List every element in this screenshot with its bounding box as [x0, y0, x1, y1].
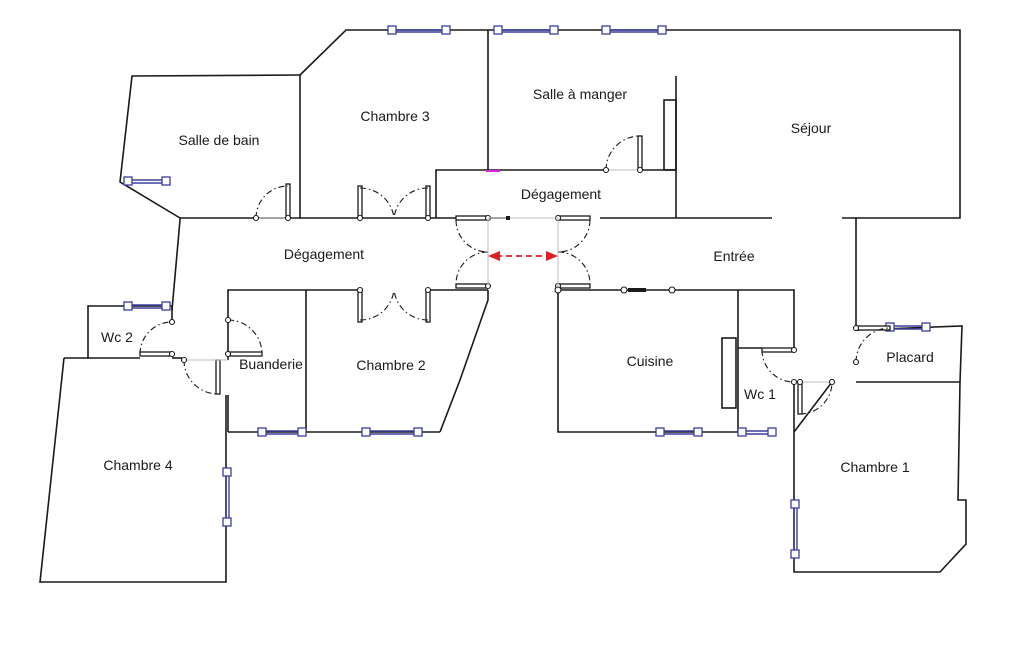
doors [139, 135, 891, 415]
wall-north [299, 29, 961, 219]
door-chambre-4[interactable] [180, 356, 229, 395]
door-chambre-3[interactable] [356, 185, 432, 222]
cabinet-sam [663, 99, 677, 171]
door-salle-a-manger[interactable] [602, 135, 644, 174]
label-chambre-3: Chambre 3 [360, 108, 429, 124]
wall-ch2-east [439, 290, 489, 433]
label-chambre-2: Chambre 2 [356, 357, 425, 373]
label-wc-1: Wc 1 [744, 386, 776, 402]
marker-dot [506, 216, 510, 220]
window-chambre-1 [790, 499, 800, 559]
window-chambre-3 [387, 25, 451, 35]
door-chambre-2[interactable] [356, 286, 432, 323]
label-salle-de-bain: Salle de bain [179, 132, 260, 148]
label-placard: Placard [886, 349, 933, 365]
window-buanderie [257, 427, 307, 437]
window-wc-2 [123, 301, 171, 311]
cabinet-cuisine [721, 337, 737, 409]
wall-buanderie [227, 289, 307, 432]
wall-cuisine [557, 290, 738, 433]
passage-arrow [488, 251, 558, 261]
label-chambre-4: Chambre 4 [103, 457, 172, 473]
label-degagement-nord: Dégagement [521, 186, 601, 202]
wall-wc1 [738, 289, 795, 350]
door-wc-1[interactable] [761, 346, 798, 386]
window-salle-a-manger-2 [601, 25, 667, 35]
label-wc-2: Wc 2 [101, 329, 133, 345]
wall-chambre-1 [793, 381, 967, 573]
door-wc-2[interactable] [139, 318, 176, 358]
window-chambre-4 [222, 467, 232, 527]
label-buanderie: Buanderie [239, 356, 303, 372]
window-placard [885, 322, 931, 332]
door-placard[interactable] [852, 324, 891, 366]
door-central-south[interactable] [455, 218, 591, 290]
door-buanderie[interactable] [224, 316, 263, 358]
window-salle-a-manger-1 [493, 25, 559, 35]
door-cuisine[interactable] [554, 286, 676, 294]
wall-salle-de-bain-west [119, 74, 301, 219]
label-entree: Entrée [713, 248, 754, 264]
room-labels: Salle de bain Chambre 3 Salle à manger S… [101, 86, 934, 475]
label-chambre-1: Chambre 1 [840, 459, 909, 475]
walls [39, 29, 967, 583]
window-chambre-2 [361, 427, 423, 437]
label-salle-a-manger: Salle à manger [533, 86, 628, 102]
window-wc-1 [737, 427, 777, 437]
label-cuisine: Cuisine [627, 353, 674, 369]
wall-corridor-west [171, 219, 181, 311]
window-cuisine [655, 427, 703, 437]
door-central-north[interactable] [455, 214, 591, 253]
door-chambre-1[interactable] [796, 378, 836, 415]
label-degagement-ouest: Dégagement [284, 246, 364, 262]
door-salle-de-bain[interactable] [252, 183, 292, 222]
wall-degagement-nord-west [435, 169, 488, 218]
label-sejour: Séjour [791, 120, 832, 136]
windows [123, 25, 931, 559]
wall-salle-de-bain [179, 75, 301, 220]
window-salle-de-bain [123, 176, 171, 186]
wall-placard [855, 220, 963, 383]
